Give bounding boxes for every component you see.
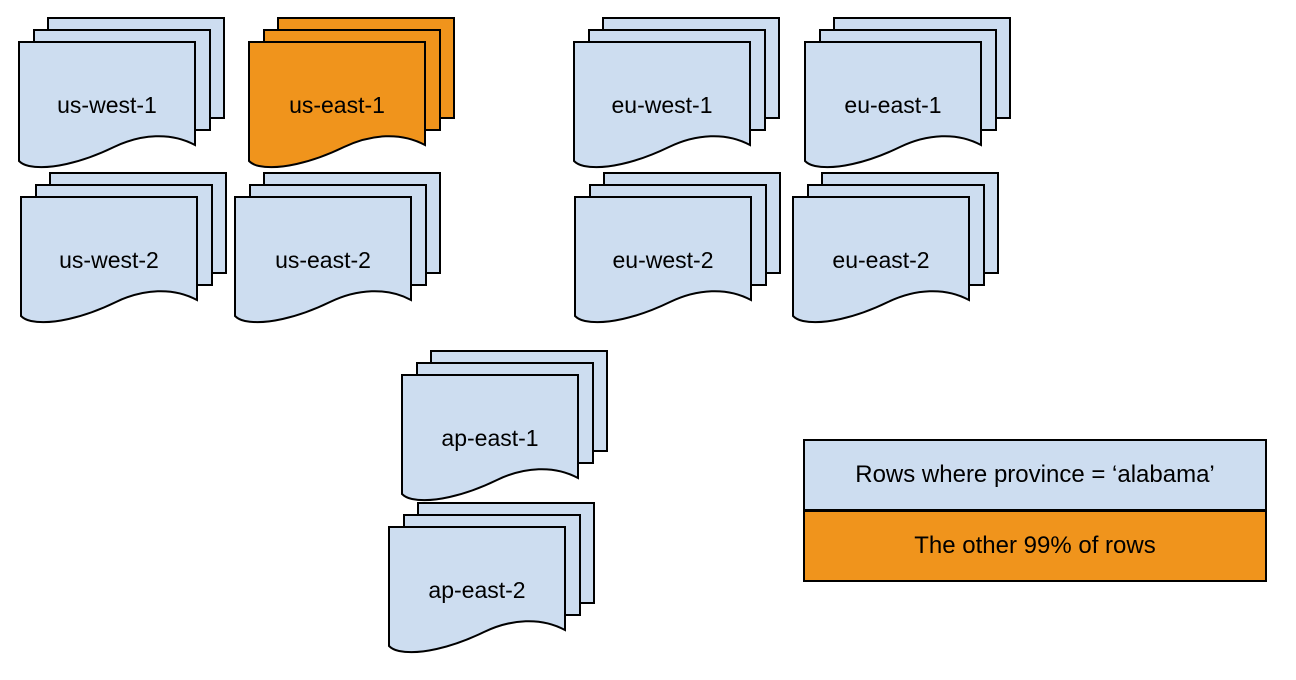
- document-stack-icon: [573, 17, 780, 169]
- document-stack-icon: [248, 17, 455, 169]
- stack-label: ap-east-2: [428, 577, 526, 603]
- doc-stack-ap-east-2: ap-east-2: [387, 502, 597, 658]
- doc-stack-eu-east-2: eu-east-2: [791, 172, 1001, 328]
- document-stack-icon: [388, 502, 595, 654]
- document-stack-icon: [20, 172, 227, 324]
- stack-label: eu-east-1: [844, 92, 942, 118]
- document-stack-icon: [792, 172, 999, 324]
- stack-label: eu-east-2: [832, 247, 930, 273]
- stack-label: us-west-1: [57, 92, 157, 118]
- legend-item-alabama-rows: Rows where province = ‘alabama’: [805, 441, 1265, 509]
- stack-label: us-east-2: [275, 247, 371, 273]
- legend-label: Rows where province = ‘alabama’: [855, 461, 1215, 488]
- doc-stack-eu-east-1: eu-east-1: [803, 17, 1013, 173]
- doc-stack-eu-west-1: eu-west-1: [572, 17, 782, 173]
- doc-stack-us-west-1: us-west-1: [17, 17, 227, 173]
- legend-label: The other 99% of rows: [914, 532, 1156, 559]
- stack-label: ap-east-1: [441, 425, 539, 451]
- stack-label: eu-west-1: [611, 92, 713, 118]
- doc-stack-us-east-1: us-east-1: [247, 17, 457, 173]
- stack-label: us-east-1: [289, 92, 385, 118]
- doc-stack-us-west-2: us-west-2: [19, 172, 229, 328]
- document-stack-icon: [401, 350, 608, 502]
- stack-label: us-west-2: [59, 247, 159, 273]
- doc-stack-us-east-2: us-east-2: [233, 172, 443, 328]
- legend-item-other-rows: The other 99% of rows: [805, 509, 1265, 580]
- document-stack-icon: [574, 172, 781, 324]
- document-stack-icon: [234, 172, 441, 324]
- document-stack-icon: [18, 17, 225, 169]
- legend: Rows where province = ‘alabama’ The othe…: [803, 439, 1267, 582]
- doc-stack-eu-west-2: eu-west-2: [573, 172, 783, 328]
- document-stack-icon: [804, 17, 1011, 169]
- doc-stack-ap-east-1: ap-east-1: [400, 350, 610, 506]
- stack-label: eu-west-2: [612, 247, 714, 273]
